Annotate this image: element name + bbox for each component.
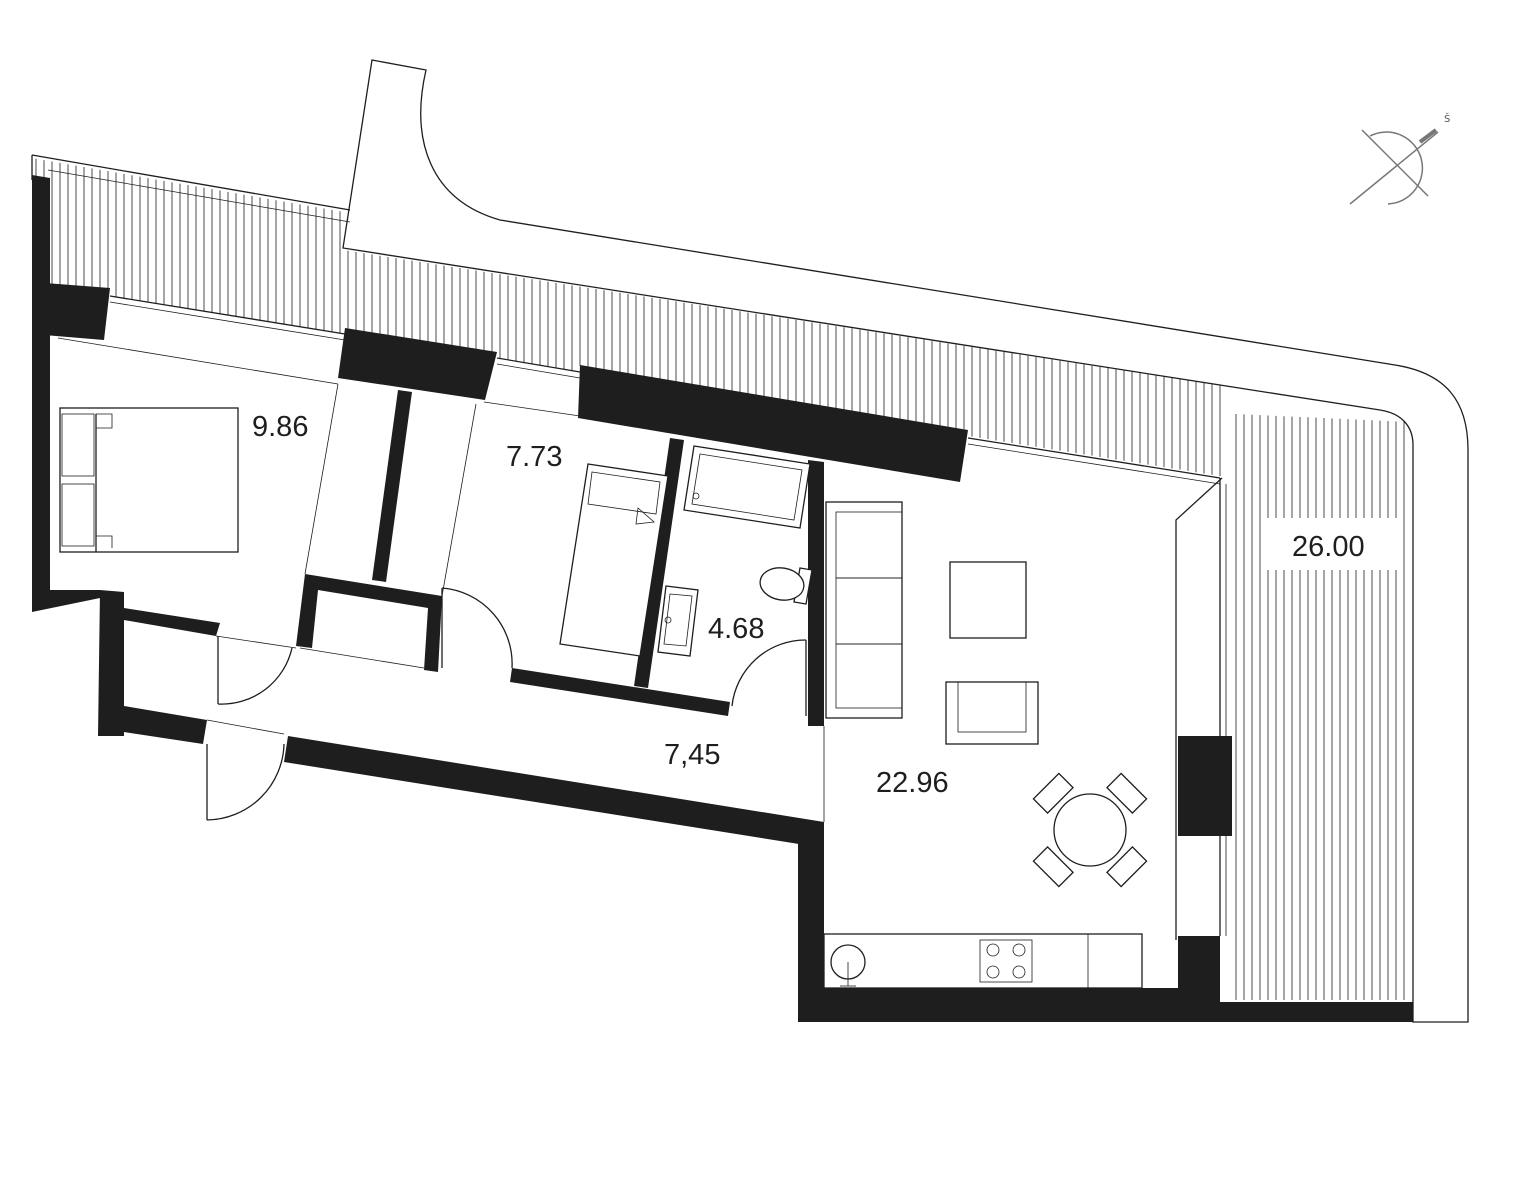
wall-terrace-bottom	[1220, 1002, 1413, 1022]
wall-right-lower	[1178, 936, 1220, 1022]
area-label-living-kitchen: 22.96	[876, 767, 949, 799]
sofa	[825, 501, 903, 719]
door-bedroom-large	[217, 636, 293, 705]
balcony-outline	[31, 59, 1469, 1023]
partition-closet-box	[296, 574, 442, 672]
wall-block-2	[578, 365, 968, 482]
terrace-label-bg	[1262, 518, 1400, 570]
bathtub	[683, 445, 811, 529]
bed-double	[59, 407, 239, 553]
door-bathroom	[731, 639, 807, 716]
bed-single	[559, 463, 669, 657]
deck-hatching	[35, 158, 1405, 1000]
walls	[32, 175, 1413, 1022]
area-label-hallway: 7,45	[664, 739, 720, 771]
partition-living-left	[808, 460, 824, 726]
area-label-bathroom: 4.68	[708, 613, 764, 645]
wall-lower-left-2	[124, 706, 207, 744]
wall-lower-left	[98, 590, 220, 736]
area-label-bedroom-small: 7.73	[506, 441, 562, 473]
windows	[109, 295, 1227, 940]
compass-label: Š	[1444, 112, 1450, 125]
wall-hallway-bottom	[284, 736, 824, 848]
sink-bathroom	[657, 585, 699, 657]
partition-bath-bottom	[510, 668, 730, 716]
armchair	[945, 681, 1039, 745]
wall-bottom-right	[798, 822, 1180, 1022]
wall-right-pillar	[1178, 736, 1232, 836]
wall-block-1	[338, 328, 497, 400]
area-label-bedroom-large: 9.86	[252, 411, 308, 443]
door-entrance	[206, 743, 285, 821]
kitchen-counter	[823, 933, 1143, 989]
wall-corner-top-left	[32, 282, 110, 340]
coffee-table	[949, 561, 1027, 639]
partition-bedroom-closet	[372, 390, 412, 582]
toilet	[759, 567, 813, 605]
doors	[206, 587, 807, 821]
door-bedroom-small	[441, 587, 513, 669]
partition-bath-left	[634, 438, 684, 688]
room-lines	[57, 337, 825, 822]
area-label-terrace: 26.00	[1292, 531, 1365, 563]
dining-set	[1032, 772, 1148, 888]
compass-icon	[1349, 128, 1439, 205]
